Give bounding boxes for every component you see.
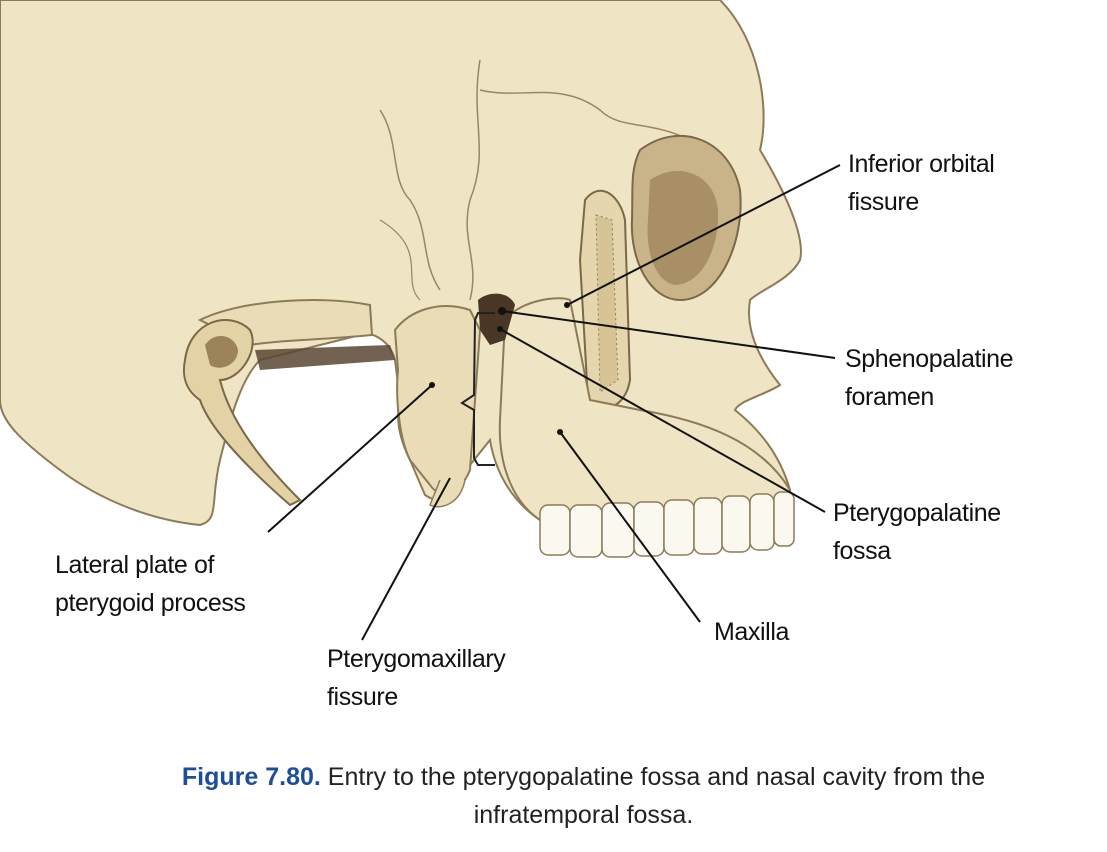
- leader-pterygopalatine-fossa: [499, 328, 826, 513]
- maxilla-shape: [498, 297, 791, 522]
- label-sphenopalatine-foramen: Sphenopalatine foramen: [845, 340, 1014, 416]
- leader-pterygomaxillary-fissure: [361, 477, 451, 641]
- skull-illustration: [0, 0, 841, 641]
- figure-caption: Figure 7.80. Entry to the pterygopalatin…: [0, 758, 1107, 834]
- leader-lines: [267, 164, 841, 641]
- pterygomaxillary-bracket: [460, 312, 495, 466]
- leader-lateral-plate: [267, 384, 433, 533]
- label-line: Pterygomaxillary: [327, 645, 506, 673]
- suture: [379, 109, 441, 291]
- suture: [479, 89, 691, 141]
- label-maxilla: Maxilla: [714, 613, 789, 651]
- figure-number: Figure 7.80.: [181, 763, 321, 791]
- suture: [466, 59, 481, 301]
- label-line: Pterygopalatine: [833, 499, 1001, 527]
- infratemporal-shadow: [255, 345, 395, 370]
- suture: [379, 219, 421, 301]
- label-line: fissure: [848, 188, 919, 216]
- leader-inferior-orbital-fissure: [566, 164, 841, 306]
- label-line: Inferior orbital: [848, 150, 995, 178]
- leader-sphenopalatine-foramen: [501, 310, 836, 359]
- leader-maxilla: [559, 431, 701, 623]
- orbit-depth: [647, 171, 719, 285]
- label-line: pterygoid process: [55, 589, 246, 617]
- label-line: Lateral plate of: [55, 551, 214, 579]
- label-pterygopalatine-fossa: Pterygopalatine fossa: [833, 494, 1001, 570]
- label-line: Maxilla: [714, 618, 789, 646]
- label-pterygomaxillary-fissure: Pterygomaxillary fissure: [327, 640, 506, 716]
- label-inferior-orbital-fissure: Inferior orbital fissure: [848, 145, 995, 221]
- ear-canal: [205, 335, 238, 368]
- label-line: fissure: [327, 683, 398, 711]
- label-line: Sphenopalatine: [845, 345, 1014, 373]
- zygomatic-cut-surface: [595, 214, 619, 393]
- teeth: [539, 491, 795, 558]
- label-lateral-plate: Lateral plate of pterygoid process: [55, 546, 246, 622]
- caption-line-1: Entry to the pterygopalatine fossa and n…: [327, 763, 986, 791]
- label-line: fossa: [833, 537, 891, 565]
- label-line: foramen: [845, 383, 934, 411]
- caption-line-2: infratemporal fossa.: [473, 801, 694, 829]
- leader-dots: [429, 302, 570, 435]
- caption-line-1-wrap: Figure 7.80. Entry to the pterygopalatin…: [30, 758, 1077, 796]
